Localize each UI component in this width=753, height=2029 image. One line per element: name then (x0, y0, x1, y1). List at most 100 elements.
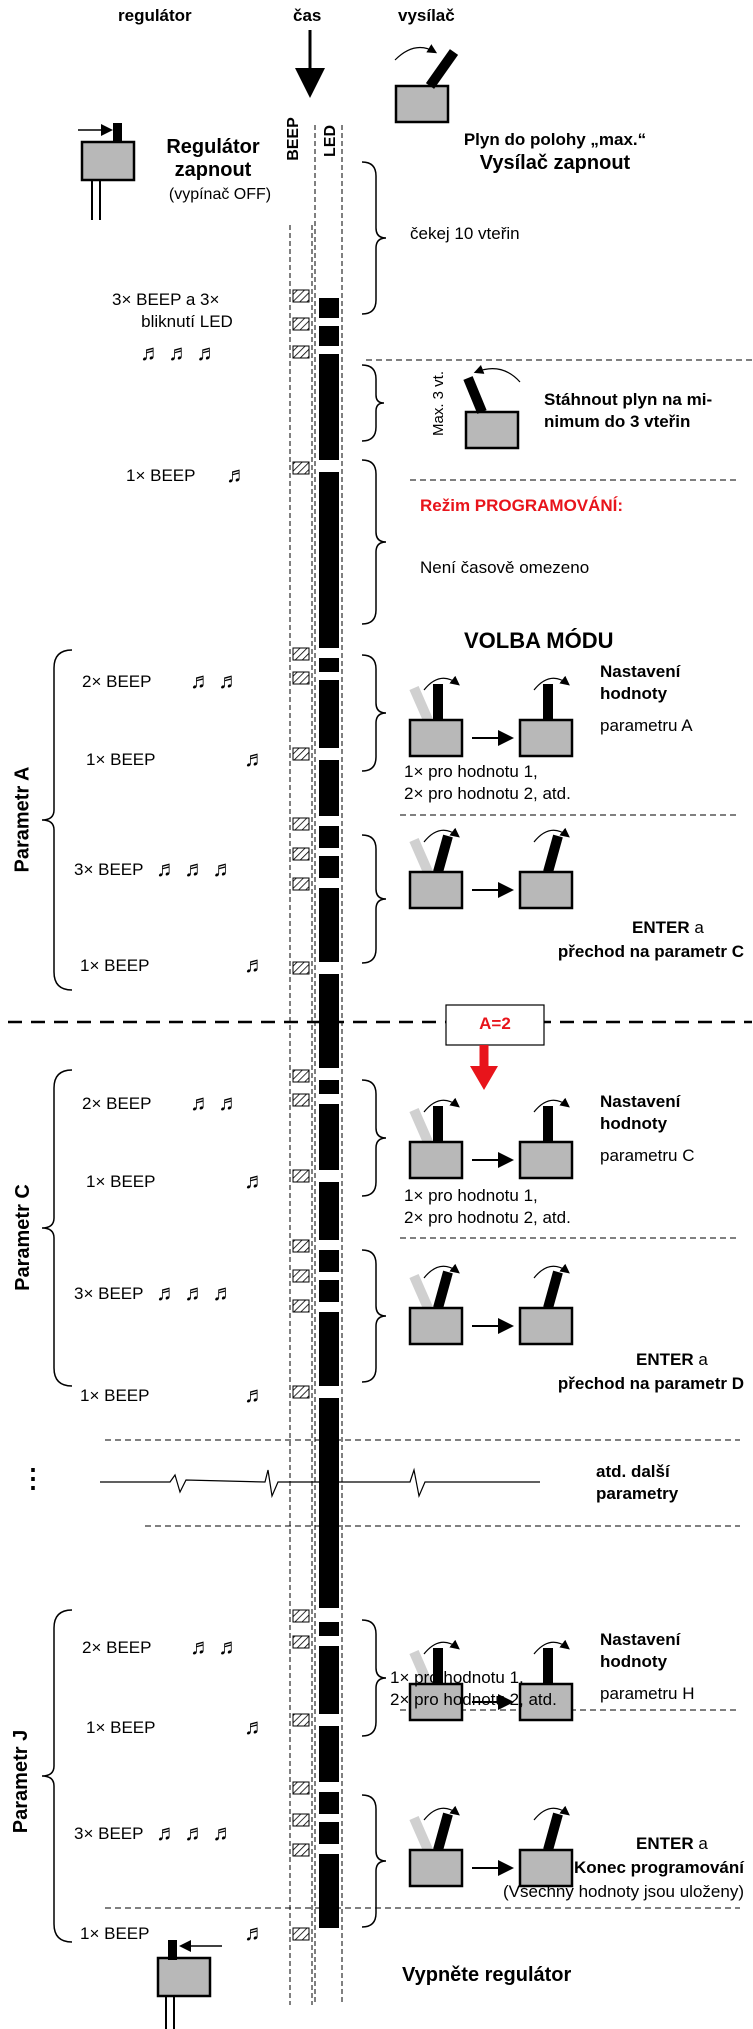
led-column-label: LED (322, 125, 339, 157)
section-a-label: Parametr A (11, 766, 34, 873)
red-arrow-down-icon (470, 1066, 498, 1090)
example-label: A=2 (479, 1014, 511, 1033)
music-note-icon: ♬ (226, 462, 248, 487)
more-text-2: parametry (596, 1484, 679, 1503)
music-note-icon: ♬ (244, 1382, 266, 1407)
transmitter-icon (518, 1097, 574, 1180)
controller-title: Regulátor zapnout (148, 136, 278, 182)
mode-select: VOLBA MÓDU (464, 628, 614, 653)
continuation-squiggle (100, 1467, 540, 1499)
col-header-controller: regulátor (118, 6, 192, 25)
j-val-1: 1× pro hodnotu 1, (390, 1668, 524, 1687)
j-beep3: 3× BEEP (74, 1824, 144, 1843)
prog-mode: Režim PROGRAMOVÁNÍ: (420, 496, 624, 515)
j-end: Konec programování (573, 1858, 744, 1877)
j-enter: ENTER a (636, 1834, 708, 1853)
transmitter-icon (518, 1639, 574, 1722)
j-val-2: 2× pro hodnotu 2, atd. (390, 1690, 557, 1709)
section-j-label: Parametr J (10, 1729, 33, 1834)
a-beep2: 2× BEEP (82, 672, 152, 691)
transmitter-icon (408, 675, 464, 758)
c-enter: ENTER a (636, 1350, 708, 1369)
switch-icon-end (156, 1940, 222, 2029)
beeps3-line1: 3× BEEP a 3× (112, 290, 220, 309)
transmitter-icon (408, 1263, 464, 1346)
c-beep3: 3× BEEP (74, 1284, 144, 1303)
controller-title-line2: zapnout (174, 159, 252, 181)
music-note-icon: ♬ ♬ (190, 668, 241, 693)
c-set-3: parametru C (600, 1146, 695, 1165)
transmitter-icon (518, 675, 574, 758)
a-val-1: 1× pro hodnotu 1, (404, 762, 538, 781)
music-note-icon: ♬ (244, 1714, 266, 1739)
c-val-2: 2× pro hodnotu 2, atd. (404, 1208, 571, 1227)
transmitter-icon (408, 1805, 464, 1888)
beep1-start: 1× BEEP (126, 466, 196, 485)
j-set-2: hodnoty (600, 1652, 668, 1671)
a-set-2: hodnoty (600, 684, 668, 703)
wait-text: čekej 10 vteřin (410, 224, 520, 243)
music-note-icon: ♬ ♬ ♬ (156, 856, 235, 881)
c-beep1b: 1× BEEP (80, 1386, 150, 1405)
c-set-1: Nastavení (600, 1092, 681, 1111)
beeps3-line2: bliknutí LED (141, 312, 233, 331)
a-beep1a: 1× BEEP (86, 750, 156, 769)
transmitter-icon (518, 827, 574, 910)
j-beep1b: 1× BEEP (80, 1924, 150, 1943)
music-note-icon: ♬ (244, 1920, 266, 1945)
c-set-2: hodnoty (600, 1114, 668, 1133)
music-note-icon: ♬ ♬ (190, 1634, 241, 1659)
transmitter-icon (408, 1639, 464, 1722)
c-next: přechod na parametr D (557, 1374, 744, 1393)
timeline-column-borders (289, 125, 343, 2005)
transmitter-icon (408, 827, 464, 910)
j-beep2: 2× BEEP (82, 1638, 152, 1657)
throttle-max: Plyn do polohy „max.“ (463, 130, 647, 149)
music-note-icon: ♬ ♬ (190, 1090, 241, 1115)
more-dots: ⋮ (20, 1463, 46, 1493)
music-note-icon: ♬ ♬ ♬ (156, 1820, 235, 1845)
music-note-icon: ♬ (244, 746, 266, 771)
j-set-3: parametru H (600, 1684, 695, 1703)
music-note-icon: ♬ (244, 1168, 266, 1193)
transmitter-icon (408, 1097, 464, 1180)
a-enter: ENTER a (632, 918, 704, 937)
a-beep3: 3× BEEP (74, 860, 144, 879)
unlimited-text: Není časově omezeno (420, 558, 590, 577)
j-saved: (Všechny hodnoty jsou uloženy) (503, 1882, 744, 1901)
a-set-3: parametru A (600, 716, 693, 735)
max3-label: Max. 3 vt. (430, 370, 448, 437)
example-box (445, 1004, 545, 1046)
beep-column-label: BEEP (284, 117, 302, 161)
music-note-icon: ♬ (244, 952, 266, 977)
section-brace (41, 649, 73, 1943)
switch-icon-start (78, 123, 136, 220)
col-header-transmitter: vysílač (398, 6, 455, 25)
c-val-1: 1× pro hodnotu 1, (404, 1186, 538, 1205)
col-header-time: čas (293, 6, 322, 25)
c-beep2: 2× BEEP (82, 1094, 152, 1113)
j-set-1: Nastavení (600, 1630, 681, 1649)
transmitter-icon (518, 1263, 574, 1346)
transmitter-icon (518, 1805, 574, 1888)
beep-marks (292, 289, 310, 1941)
finish-off: Vypněte regulátor (402, 1964, 572, 1986)
throttle-min-line1: Stáhnout plyn na mi- (544, 390, 713, 409)
c-beep1a: 1× BEEP (86, 1172, 156, 1191)
transmitter-icon (394, 44, 459, 124)
music-note-icon: ♬ ♬ ♬ (156, 1280, 235, 1305)
led-timeline (319, 298, 339, 1928)
a-beep1b: 1× BEEP (80, 956, 150, 975)
a-val-2: 2× pro hodnotu 2, atd. (404, 784, 571, 803)
tx-on: Vysílač zapnout (479, 152, 631, 174)
section-c-label: Parametr C (11, 1184, 34, 1291)
j-beep1a: 1× BEEP (86, 1718, 156, 1737)
a-set-1: Nastavení (600, 662, 681, 681)
a-next: přechod na parametr C (557, 942, 744, 961)
transmitter-icon (463, 364, 521, 450)
controller-sub: (vypínač OFF) (168, 186, 272, 203)
throttle-min-line2: nimum do 3 vteřin (544, 412, 691, 431)
controller-title-line1: Regulátor (166, 136, 260, 158)
more-text-1: atd. další (596, 1462, 670, 1481)
